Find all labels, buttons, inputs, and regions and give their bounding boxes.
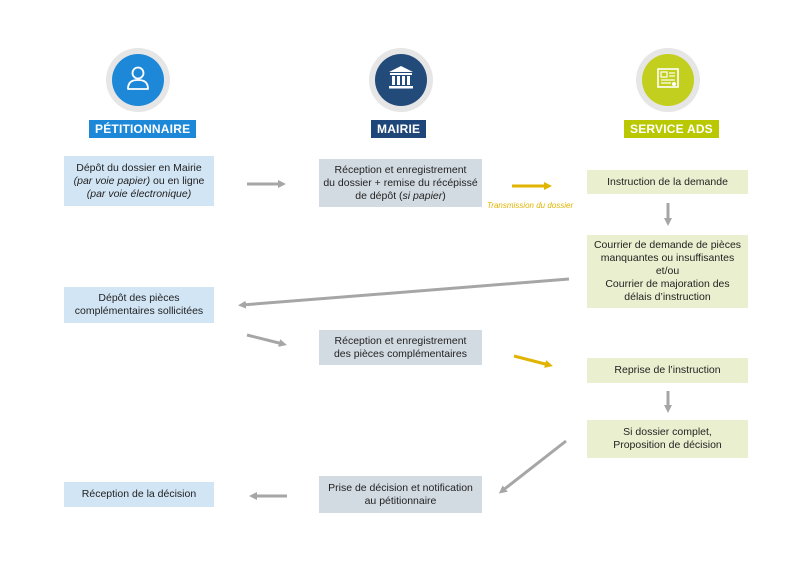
petitionnaire-icon-circle [106, 48, 170, 112]
box-text-italic: (par voie papier) [73, 174, 151, 187]
box-text: ou en ligne [150, 174, 205, 187]
service-ads-icon-circle [636, 48, 700, 112]
blueprint-icon [653, 63, 683, 98]
box-text: Courrier de demande de pièces [593, 239, 742, 251]
box-reception-decision: Réception de la décision [64, 482, 214, 507]
box-depot-pieces: Dépôt des pièces complémentaires sollici… [64, 287, 214, 323]
transmission-label: Transmission du dossier [487, 201, 574, 210]
box-text: de dépôt (si papier) [355, 190, 446, 203]
box-text: Réception de la décision [81, 488, 197, 500]
box-depot-dossier: Dépôt du dossier en Mairie (par voie pap… [64, 156, 214, 206]
column-label-mairie: MAIRIE [371, 120, 427, 138]
box-text: Proposition de décision [613, 439, 722, 451]
box-text: de dépôt ( [355, 189, 403, 202]
box-dossier-complet: Si dossier complet, Proposition de décis… [587, 420, 748, 458]
person-icon [123, 63, 153, 98]
box-reception-dossier: Réception et enregistrement du dossier +… [319, 159, 482, 207]
column-label-petitionnaire: PÉTITIONNAIRE [89, 120, 197, 138]
box-reprise: Reprise de l’instruction [587, 358, 748, 383]
box-text: et/ou [655, 265, 680, 277]
box-text-italic: (par voie électronique) [86, 187, 192, 200]
box-text-italic: si papier [402, 189, 443, 202]
arrow-dossier-complet-to-decision [498, 439, 567, 494]
box-reception-pieces: Réception et enregistrement des pièces c… [319, 330, 482, 365]
box-text: délais d’instruction [624, 291, 711, 303]
box-text: au pétitionnaire [364, 494, 437, 507]
box-text: (par voie papier) ou en ligne [74, 175, 205, 188]
box-text: Prise de décision et notification [328, 481, 473, 494]
box-text: Courrier de majoration des [605, 278, 730, 290]
box-text: ) [442, 189, 446, 202]
box-text: complémentaires sollicitées [74, 305, 204, 317]
box-text: Dépôt du dossier en Mairie [76, 161, 202, 174]
box-text: Si dossier complet, [623, 426, 712, 438]
box-text: manquantes ou insuffisantes [600, 252, 735, 264]
mairie-icon-circle [369, 48, 433, 112]
column-label-service-ads: SERVICE ADS [624, 120, 719, 138]
box-text: Réception et enregistrement [334, 163, 467, 176]
box-prise-decision: Prise de décision et notification au pét… [319, 476, 482, 513]
box-text: Dépôt des pièces [98, 292, 180, 304]
arrow-depot-pieces-to-reception [246, 333, 287, 347]
arrow-reception-pieces-to-reprise [513, 354, 553, 368]
box-text: Réception et enregistrement [334, 334, 467, 347]
arrow-courrier-to-depot-pieces [238, 277, 570, 309]
box-text: Reprise de l’instruction [614, 364, 721, 376]
box-courrier: Courrier de demande de pièces manquantes… [587, 235, 748, 308]
box-text: des pièces complémentaires [333, 347, 468, 360]
box-instruction: Instruction de la demande [587, 170, 748, 194]
town-hall-icon [386, 63, 416, 98]
box-text: du dossier + remise du récépissé [323, 176, 478, 189]
box-text: Instruction de la demande [607, 175, 728, 188]
